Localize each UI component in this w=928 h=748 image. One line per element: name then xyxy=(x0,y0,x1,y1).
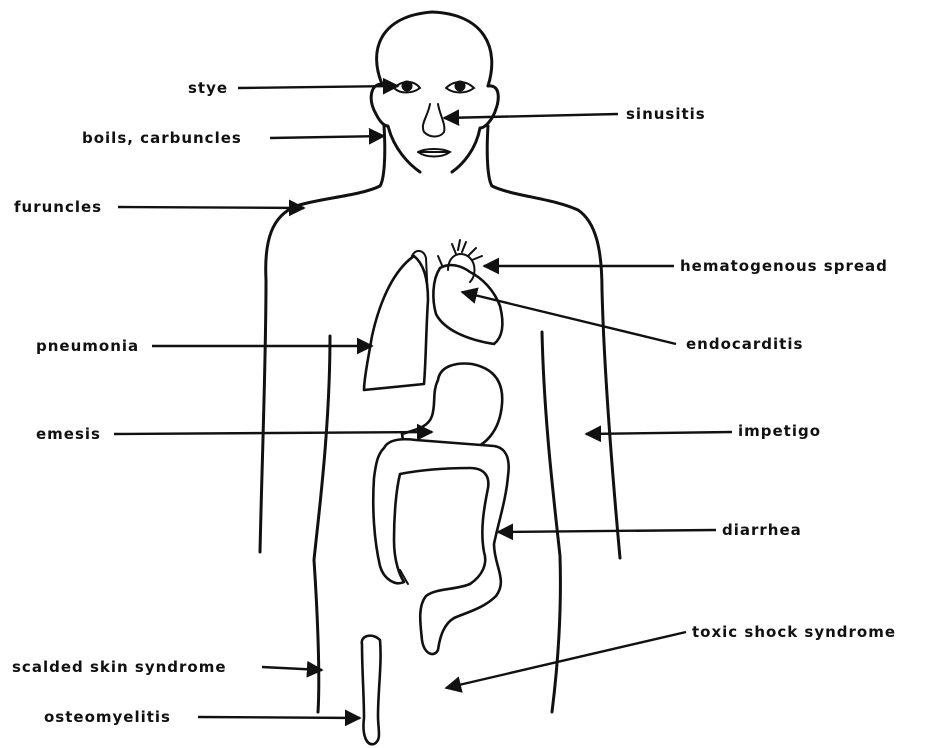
label-endocarditis: endocarditis xyxy=(686,335,803,353)
label-toxic: toxic shock syndrome xyxy=(692,623,896,641)
right-torso-side xyxy=(542,332,560,712)
label-furuncles: furuncles xyxy=(14,198,102,216)
left-torso-side xyxy=(314,336,330,712)
bone-icon xyxy=(362,636,381,745)
mouth-icon xyxy=(418,149,450,157)
left-face-outline xyxy=(371,84,420,172)
label-pneumonia: pneumonia xyxy=(36,337,139,355)
arrow-osteomyelitis xyxy=(198,717,360,718)
arrow-boils xyxy=(270,136,384,138)
arrow-emesis xyxy=(114,432,432,434)
arrow-furuncles xyxy=(118,207,304,208)
arrow-scalded xyxy=(262,667,322,670)
vessel-branches-icon xyxy=(452,240,482,260)
large-intestine-icon xyxy=(373,439,508,654)
organs xyxy=(362,240,509,744)
arrow-diarrhea xyxy=(498,530,716,532)
label-stye: stye xyxy=(188,79,228,97)
label-scalded: scalded skin syndrome xyxy=(12,658,227,676)
head-outline xyxy=(377,12,492,86)
label-sinusitis: sinusitis xyxy=(626,105,706,123)
arrow-impetigo xyxy=(586,432,732,434)
arrow-sinusitis xyxy=(444,114,618,118)
heart-icon xyxy=(433,265,502,344)
nose-icon xyxy=(423,104,445,137)
right-face-outline xyxy=(452,86,498,172)
label-diarrhea: diarrhea xyxy=(722,521,802,539)
label-boils: boils, carbuncles xyxy=(82,129,242,147)
label-impetigo: impetigo xyxy=(738,422,821,440)
arrow-toxic xyxy=(446,632,686,688)
lung-icon xyxy=(364,256,428,390)
label-osteomyelitis: osteomyelitis xyxy=(44,708,171,726)
label-hematogenous: hematogenous spread xyxy=(680,257,888,275)
label-emesis: emesis xyxy=(36,425,101,443)
